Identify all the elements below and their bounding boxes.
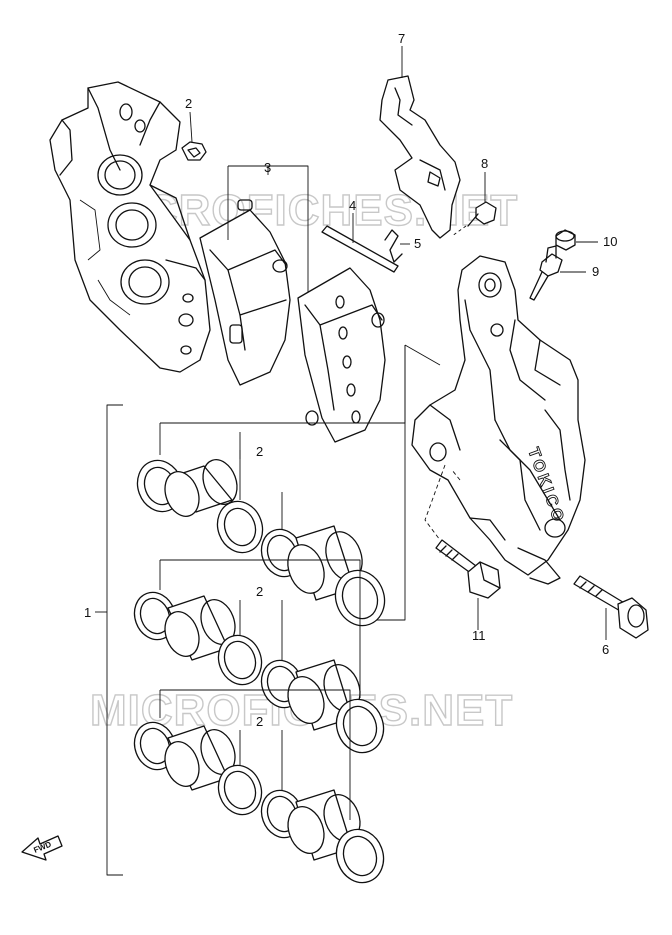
part-9-bleeder-valve — [529, 245, 586, 301]
callout-7: 7 — [398, 31, 405, 46]
part-4-pad-pin — [321, 213, 399, 273]
callout-2-set-1: 2 — [256, 444, 263, 459]
part-8-screw — [451, 172, 497, 237]
assembly-leader — [372, 345, 406, 621]
part-5-pin-clip — [384, 229, 410, 263]
callout-3: 3 — [264, 160, 271, 175]
piston-set-1 — [136, 345, 406, 627]
part-2-nut — [181, 111, 207, 161]
piston-set-2 — [133, 559, 385, 754]
callout-4: 4 — [349, 198, 356, 213]
piston-set-3 — [133, 689, 385, 884]
callout-6: 6 — [602, 642, 609, 657]
callout-2-set-2: 2 — [256, 584, 263, 599]
part-3-brake-pad-rear — [297, 267, 386, 443]
fwd-arrow-icon: FWD — [21, 835, 63, 861]
callout-2-nut: 2 — [185, 96, 192, 111]
callout-11: 11 — [472, 628, 486, 643]
caliper-inner-half: TOKICO — [411, 255, 586, 585]
callout-2-set-3: 2 — [256, 714, 263, 729]
part-6-bolt — [573, 575, 649, 640]
caliper-outer-half — [49, 81, 211, 373]
assembly-leader-top — [404, 344, 441, 366]
callout-10: 10 — [603, 234, 617, 249]
part-7-pad-spring — [379, 46, 461, 239]
part-3-brake-pad — [199, 199, 291, 386]
part-1-bracket — [95, 404, 123, 876]
part-3-leader — [227, 165, 309, 300]
callout-1: 1 — [84, 605, 91, 620]
callout-5: 5 — [414, 236, 421, 251]
part-10-bleeder-cap — [555, 229, 598, 251]
callout-8: 8 — [481, 156, 488, 171]
callout-9: 9 — [592, 264, 599, 279]
part-11-bolt — [424, 464, 501, 630]
